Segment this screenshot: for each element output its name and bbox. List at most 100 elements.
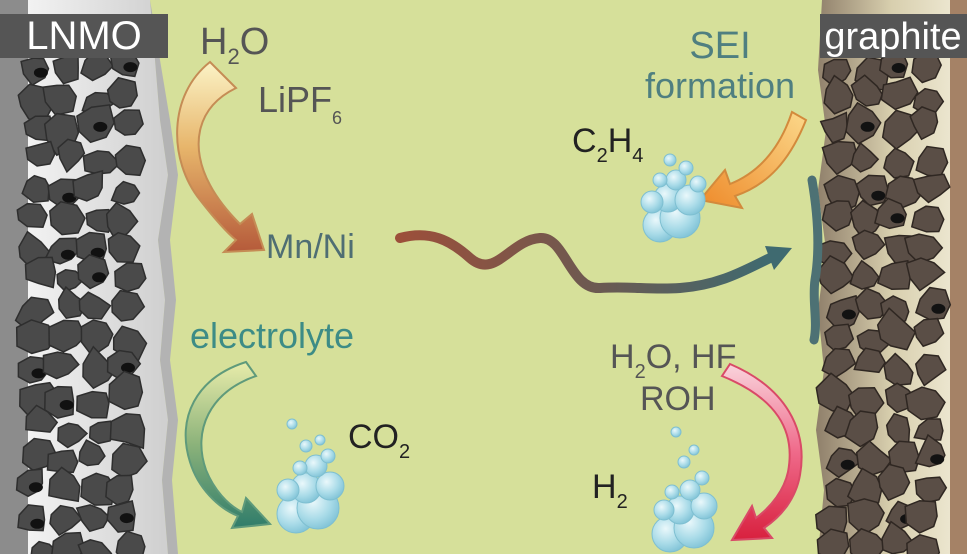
electrode-particle [30, 540, 59, 554]
graphite-label: graphite [824, 16, 961, 58]
gas-bubble [640, 190, 664, 214]
electrode-particle [881, 109, 921, 150]
electrode-particle [823, 323, 855, 352]
electrode-particle [78, 439, 106, 467]
electrode-particle [49, 504, 83, 537]
electrode-particle [21, 174, 50, 203]
mn-ni-label: Mn/Ni [266, 228, 355, 266]
electrode-particle [44, 385, 75, 419]
electrode-particle [881, 520, 915, 554]
particle-dark-spot [890, 213, 905, 224]
electrode-particle [849, 259, 880, 290]
h2-evolution-arrow [720, 362, 803, 542]
particle-dark-spot [871, 190, 886, 201]
sei-label: SEI [689, 25, 750, 67]
electrode-particle [111, 289, 146, 322]
electrode-particle [42, 351, 80, 380]
electrode-particle [903, 233, 944, 264]
electrode-particle [847, 498, 885, 537]
co2-label: CO2 [348, 418, 410, 463]
particle-dark-spot [62, 192, 77, 203]
gas-bubble [653, 499, 675, 521]
graphite-label-group: graphite [820, 14, 967, 58]
electrode-particle [877, 463, 911, 502]
electrode-particle [849, 199, 884, 240]
particle-dark-spot [33, 67, 48, 78]
particle-dark-spot [841, 309, 856, 320]
particle-dark-spot [119, 513, 134, 524]
gas-bubble [679, 479, 701, 501]
electrode-particle [853, 347, 887, 374]
electrode-particle [855, 439, 893, 477]
electrode-particle [821, 347, 857, 379]
electrode-particle [77, 539, 113, 554]
electrode-particle [876, 307, 917, 351]
electrode-particle [821, 200, 855, 232]
electrode-particle [821, 140, 858, 176]
electrode-particle [76, 390, 110, 419]
electrode-particle [888, 440, 921, 474]
electrode-particle [75, 504, 111, 533]
electrode-particle [876, 259, 912, 290]
electrode-particle [914, 476, 948, 504]
gas-bubble [652, 172, 668, 188]
gas-bubble [276, 478, 300, 502]
electrode-particle [823, 74, 854, 115]
gas-bubble [678, 160, 694, 176]
gas-bubble [299, 439, 313, 453]
electrode-particle [57, 422, 89, 449]
electrode-particle [16, 202, 48, 228]
electrode-particle [72, 169, 104, 202]
gas-bubble [688, 444, 700, 456]
electrode-particle [105, 201, 139, 243]
electrode-particle [105, 474, 134, 506]
particle-dark-spot [92, 272, 107, 283]
gas-bubble [689, 175, 707, 193]
electrode-particle [112, 109, 144, 136]
particle-dark-spot [860, 121, 875, 132]
electrode-particle [25, 404, 59, 433]
electrode-particle [822, 58, 852, 88]
particle-dark-spot [891, 63, 906, 73]
h2-label: H2 [592, 468, 628, 513]
gas-bubble [314, 434, 326, 446]
lnmo-label-group: LNMO [0, 14, 168, 58]
electrode-particle [114, 262, 147, 293]
electrode-particle [906, 533, 941, 554]
roh-label: ROH [640, 380, 716, 418]
electrode-particle [851, 229, 886, 261]
electrode-particle [82, 345, 116, 390]
electrode-particle [880, 76, 919, 111]
electrode-particle [912, 173, 951, 204]
electrode-particle [854, 287, 890, 320]
particle-dark-spot [840, 459, 855, 470]
gas-bubble [292, 460, 308, 476]
h2o-lipf6-arrow [176, 60, 266, 254]
electrode-particle [88, 420, 116, 445]
gas-bubble [286, 418, 298, 430]
h2-bubbles [651, 426, 718, 553]
h2o-hf-label: H2O, HF [610, 338, 736, 383]
electrode-particle [913, 418, 944, 441]
particle-dark-spot [30, 518, 45, 529]
electrode-particle [825, 477, 857, 508]
electrode-particle [904, 499, 938, 534]
gas-bubble [677, 455, 691, 469]
electrode-particle [910, 205, 945, 233]
sei-layer [807, 175, 823, 345]
electrode-particle [49, 200, 86, 236]
electrode-particle [80, 319, 114, 358]
electrode-particle [114, 144, 147, 177]
electrode-particle [24, 256, 57, 289]
particle-dark-spot [60, 249, 75, 260]
electrolyte-arrow [184, 360, 273, 530]
gas-bubble [315, 471, 345, 501]
particle-dark-spot [28, 482, 43, 493]
h2o-top-label: H2O [200, 21, 269, 69]
electrode-particle [905, 257, 946, 292]
electrode-particle [78, 291, 112, 320]
gas-bubble [320, 448, 336, 464]
electrolyte-label: electrolyte [190, 315, 354, 356]
electrode-particle [844, 410, 879, 448]
